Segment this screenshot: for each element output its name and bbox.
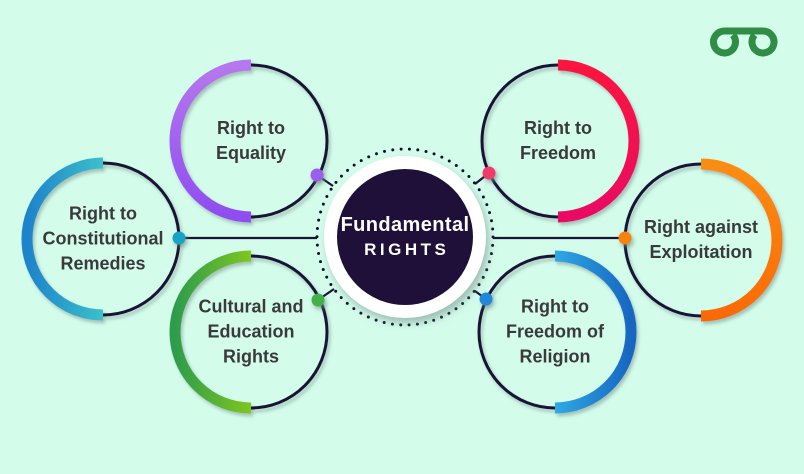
label-cultural-and-education-rights: Cultural and Education Rights [198, 295, 303, 370]
label-line: Religion [519, 346, 591, 367]
center-title: Fundamental RIGHTS [341, 214, 470, 260]
label-right-to-freedom: Right to Freedom [520, 116, 596, 166]
cultural-dot [311, 293, 325, 307]
label-line: Rights [222, 346, 279, 367]
label-line: Freedom [519, 143, 597, 163]
remedies-arc [21, 157, 104, 321]
label-line: Right to [524, 118, 592, 138]
center-title-line1: Fundamental [340, 214, 470, 236]
equality-arc [169, 59, 252, 223]
label-right-to-freedom-of-religion: Right to Freedom of Religion [506, 295, 604, 370]
center-title-line2: RIGHTS [364, 240, 450, 259]
center-dotted-ring [315, 147, 495, 327]
label-line: Exploitation [649, 242, 753, 262]
logo-right-ring [748, 27, 778, 57]
freedom-arc [557, 59, 640, 223]
center-circle [337, 169, 473, 305]
label-line: Right against [643, 217, 759, 237]
label-line: Right to [521, 296, 589, 317]
logo-left-ring [710, 27, 739, 57]
exploitation-dot [618, 231, 632, 245]
label-line: Equality [215, 143, 287, 163]
label-line: Constitutional [42, 228, 164, 249]
label-line: Freedom of [505, 321, 605, 342]
label-line: Right to [217, 118, 285, 138]
label-right-to-constitutional-remedies: Right to Constitutional Remedies [43, 202, 164, 277]
label-line: Remedies [60, 253, 146, 274]
label-line: Right to [69, 203, 137, 224]
freedom-dot [482, 166, 496, 180]
cultural-arc [169, 250, 252, 414]
freedom-ring [480, 59, 640, 223]
connector-dots [172, 166, 632, 307]
label-line: Cultural and [198, 296, 304, 317]
cultural-ring [169, 250, 329, 414]
religion-arc [554, 250, 637, 414]
equality-dot [310, 168, 324, 182]
exploitation-arc [700, 158, 783, 322]
religion-dot [479, 292, 493, 306]
label-line: Education [207, 321, 295, 342]
religion-ring [477, 250, 637, 414]
remedies-dot [172, 231, 186, 245]
geeksforgeeks-logo [710, 27, 778, 57]
equality-ring [169, 59, 329, 223]
label-right-against-exploitation: Right against Exploitation [644, 215, 758, 265]
label-right-to-equality: Right to Equality [216, 116, 286, 166]
